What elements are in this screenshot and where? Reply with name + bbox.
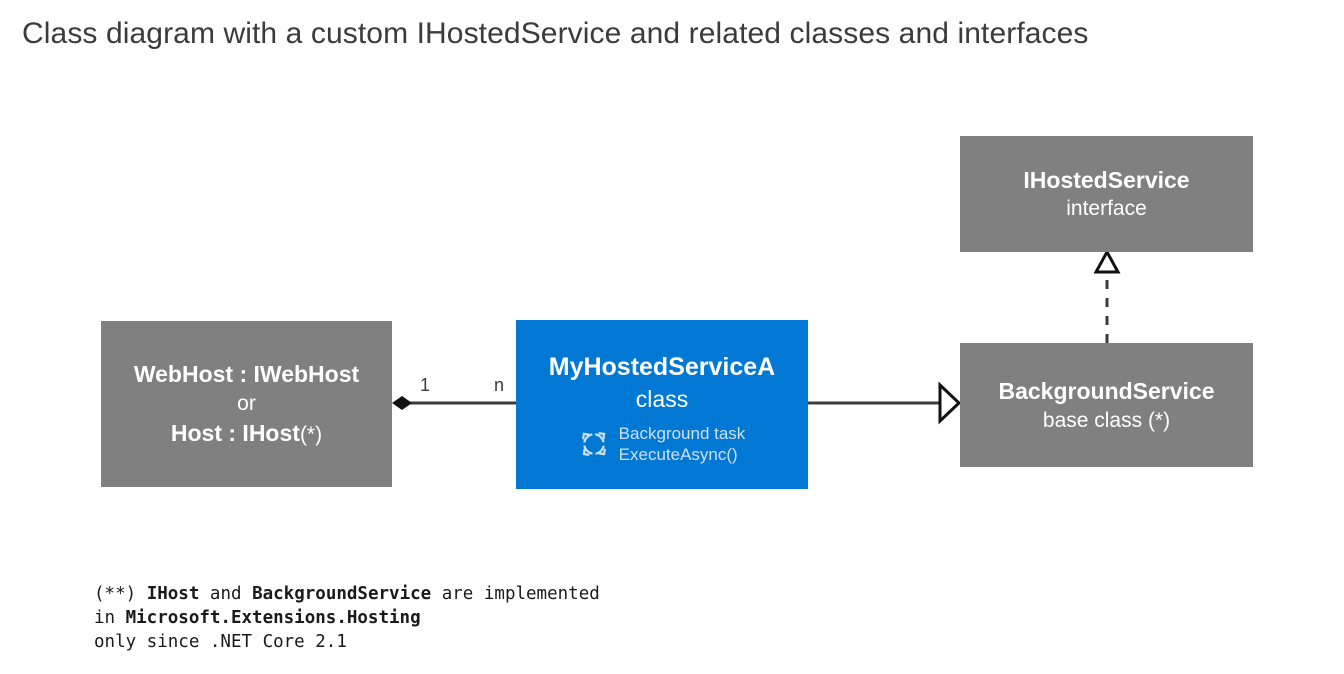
class-box-backgroundservice[interactable]: BackgroundService base class (*) bbox=[960, 343, 1253, 467]
footnote-block: (**) IHost and BackgroundService are imp… bbox=[94, 582, 600, 654]
footnote-line2-prefix: in bbox=[94, 608, 126, 628]
refresh-cycle-icon bbox=[581, 431, 606, 456]
execute-async-label: ExecuteAsync() bbox=[618, 444, 738, 464]
edge-generalization bbox=[808, 381, 962, 425]
backgroundservice-title: BackgroundService bbox=[998, 377, 1215, 404]
background-task-row: Background task ExecuteAsync() bbox=[579, 423, 746, 465]
ihostedservice-stereotype: interface bbox=[1066, 197, 1147, 220]
webhost-title: WebHost : IWebHost bbox=[133, 360, 360, 387]
page-title: Class diagram with a custom IHostedServi… bbox=[22, 17, 1089, 50]
myhostedservicea-stereotype: class bbox=[635, 385, 689, 412]
footnote-line1-suffix: are implemented bbox=[431, 584, 600, 604]
background-task-text: Background task ExecuteAsync() bbox=[619, 423, 746, 465]
myhostedservicea-title: MyHostedServiceA bbox=[548, 352, 776, 381]
backgroundservice-stereotype: base class (*) bbox=[1042, 408, 1171, 432]
class-box-ihostedservice[interactable]: IHostedService interface bbox=[960, 136, 1253, 252]
footnote-backgroundservice: BackgroundService bbox=[252, 584, 432, 604]
hollow-triangle-marker-realization bbox=[1093, 248, 1121, 274]
footnote-line1-prefix: (**) bbox=[94, 584, 147, 604]
webhost-alt-title-text: Host : IHost bbox=[170, 419, 300, 446]
footnote-namespace: Microsoft.Extensions.Hosting bbox=[125, 608, 421, 628]
filled-diamond-marker bbox=[392, 396, 412, 410]
background-task-label: Background task bbox=[618, 423, 746, 443]
class-box-myhostedservicea[interactable]: MyHostedServiceA class bbox=[516, 320, 808, 489]
webhost-alt-title: Host : IHost(*) bbox=[171, 418, 322, 450]
webhost-or-label: or bbox=[237, 391, 256, 415]
multiplicity-label-source: 1 bbox=[420, 375, 431, 395]
footnote-line3: only since .NET Core 2.1 bbox=[94, 632, 347, 652]
webhost-alt-title-note: (*) bbox=[299, 422, 323, 446]
footnote-line1-and: and bbox=[199, 584, 253, 604]
edge-realization bbox=[1093, 248, 1121, 343]
footnote-ihost: IHost bbox=[146, 584, 200, 604]
multiplicity-label-target: n bbox=[494, 375, 505, 395]
ihostedservice-title: IHostedService bbox=[1023, 167, 1190, 193]
edge-composition bbox=[392, 396, 516, 410]
hollow-triangle-marker-generalization bbox=[938, 381, 962, 425]
class-box-webhost[interactable]: WebHost : IWebHost or Host : IHost(*) bbox=[101, 321, 392, 487]
